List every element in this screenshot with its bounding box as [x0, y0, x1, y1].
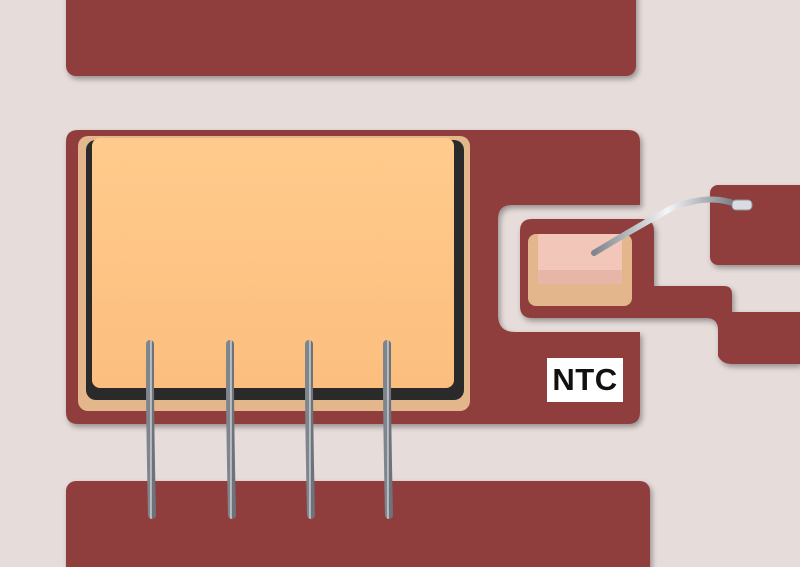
ntc-bond-wire: [591, 196, 743, 256]
ntc-wire-bond-foot: [731, 199, 753, 211]
bottom-bond-wire: [146, 340, 156, 519]
ntc-label: NTC: [547, 358, 623, 402]
bottom-bond-wire: [305, 340, 315, 519]
ntc-terminal-pad: [710, 185, 800, 265]
top-bond-wires: [142, 20, 385, 169]
bottom-bond-wire: [226, 340, 236, 519]
bottom-bond-wire: [383, 340, 393, 519]
ntc-thermistor-side: [538, 270, 622, 284]
semiconductor-die: [92, 138, 454, 388]
bottom-copper-trace: [66, 481, 650, 567]
bottom-bond-wires: [146, 340, 393, 519]
top-copper-trace: [66, 0, 636, 76]
